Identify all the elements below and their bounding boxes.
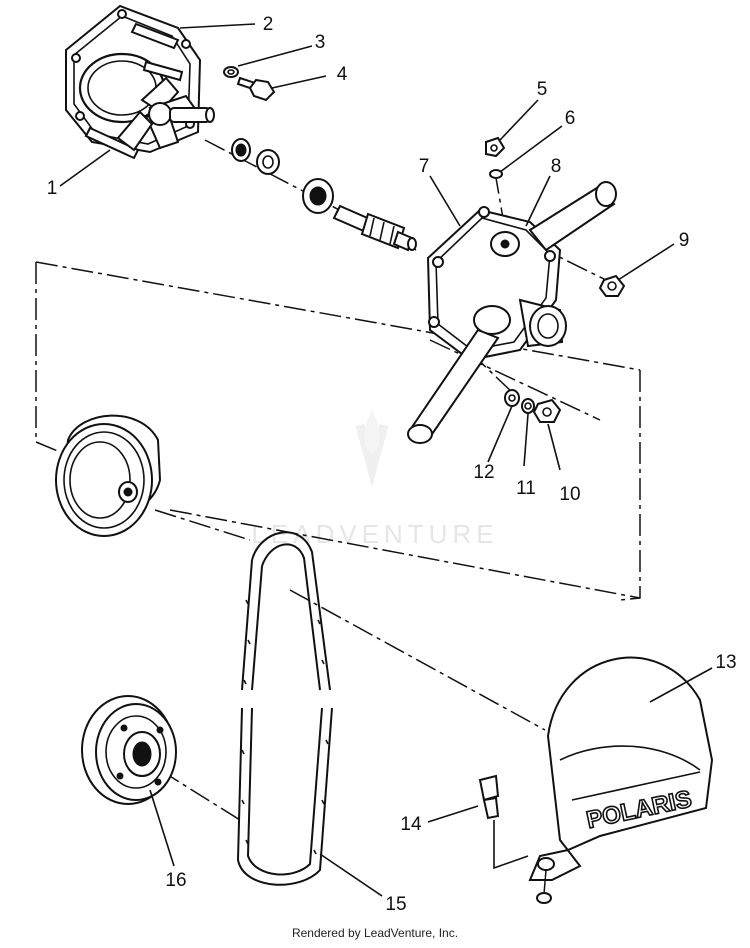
flame-v-logo-icon [355, 410, 389, 488]
callout-3: 3 [315, 32, 326, 53]
water-pump-housing [407, 181, 617, 444]
watermark-brand-text: LEADVENTURE [251, 519, 498, 549]
callout-4: 4 [337, 64, 348, 85]
bearing [302, 178, 334, 214]
callout-6: 6 [565, 108, 576, 129]
drive-belt [236, 531, 333, 886]
mechanical-seal [256, 149, 280, 175]
callout-11: 11 [516, 478, 536, 499]
callout-labels: 1 2 3 4 5 6 7 8 9 10 11 12 13 14 15 16 [47, 14, 737, 915]
hex-nut [598, 274, 626, 297]
pump-shaft [332, 204, 417, 252]
belt-guard-cover: POLARIS [528, 656, 714, 904]
small-washer [489, 169, 503, 179]
cover-bolt [478, 774, 529, 870]
lock-washer [521, 398, 535, 414]
washer [223, 66, 239, 78]
callout-1: 1 [47, 178, 58, 199]
callout-13: 13 [715, 652, 736, 673]
callout-2: 2 [263, 14, 274, 35]
callout-12: 12 [473, 462, 494, 483]
nut [532, 398, 562, 423]
callout-7: 7 [419, 156, 430, 177]
stud-bolt [84, 22, 184, 160]
callout-16: 16 [165, 870, 186, 891]
leader-lines [59, 23, 713, 897]
watermark: LEADVENTURE [251, 410, 498, 549]
callout-5: 5 [537, 79, 548, 100]
callout-10: 10 [559, 484, 580, 505]
callout-9: 9 [679, 230, 690, 251]
crank-drive-pulley [81, 695, 177, 805]
callout-8: 8 [551, 156, 562, 177]
callout-15: 15 [385, 894, 406, 915]
oil-seal [231, 138, 251, 162]
impeller [116, 76, 215, 152]
callout-14: 14 [400, 814, 422, 835]
flange-bolt [485, 136, 506, 158]
footer-credit: Rendered by LeadVenture, Inc. [291, 926, 459, 940]
hex-bolt [236, 76, 276, 102]
pump-drive-pulley [55, 414, 162, 537]
flat-washer [504, 389, 520, 407]
